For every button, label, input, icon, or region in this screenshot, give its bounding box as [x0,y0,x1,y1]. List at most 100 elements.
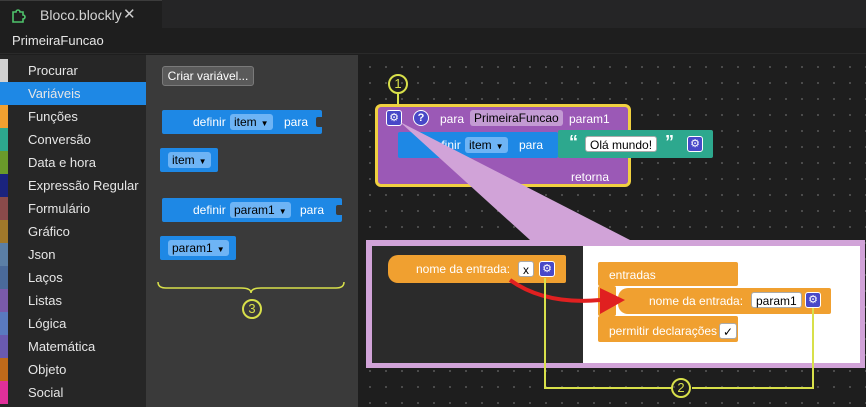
gear-icon[interactable]: ⚙ [386,110,402,126]
puzzle-icon [12,9,26,23]
variables-flyout: Criar variável... definir item▼ para ite… [146,55,358,407]
category-label: Matemática [28,339,96,354]
category-swatch [0,151,8,174]
category-swatch [0,59,8,82]
category-label: Laços [28,270,63,285]
variable-dropdown-item[interactable]: item▼ [465,137,508,153]
toolbox: Procurar Variáveis Funções Conversão Dat… [0,55,146,407]
variable-name: param1 [234,203,275,217]
to-label: para [300,203,325,217]
marker-1-line [397,94,399,110]
return-label: retorna [571,170,610,184]
set-label: definir [193,203,226,217]
to-label: para [440,112,465,126]
category-label: Procurar [28,63,78,78]
category-label: Funções [28,109,78,124]
chevron-down-icon: ▼ [198,157,207,166]
category-label: Data e hora [28,155,96,170]
inputs-container-block[interactable] [598,262,738,286]
variable-dropdown-item[interactable]: item▼ [168,152,211,168]
chevron-down-icon: ▼ [495,142,504,151]
category-label: Expressão Regular [28,178,139,193]
gear-icon[interactable]: ⚙ [805,292,821,308]
input-name-field[interactable]: x [518,261,534,277]
allow-statements-label: permitir declarações [609,324,718,338]
category-swatch [0,289,8,312]
function-name-field[interactable]: PrimeiraFuncao [470,110,563,126]
category-label: Social [28,385,64,400]
category-matematica[interactable]: Matemática [0,335,146,358]
marker-1: 1 [388,74,408,94]
category-label: Listas [28,293,62,308]
bracket-annotation [157,281,345,294]
category-label: Formulário [28,201,91,216]
tab-title: Bloco.blockly [40,7,122,23]
category-grafico[interactable]: Gráfico [0,220,146,243]
variable-name: item [172,153,195,167]
allow-statements-checkbox[interactable]: ✓ [719,323,738,339]
category-swatch [0,358,8,381]
inputs-label: entradas [609,268,656,282]
category-listas[interactable]: Listas [0,289,146,312]
category-swatch [0,105,8,128]
category-data-hora[interactable]: Data e hora [0,151,146,174]
category-expressao-regular[interactable]: Expressão Regular [0,174,146,197]
variable-name: item [469,138,492,152]
category-swatch [0,312,8,335]
marker-2-line-bottom-left [544,387,672,389]
close-quote-icon: ” [665,132,674,152]
variable-name: param1 [172,241,213,255]
category-funcoes[interactable]: Funções [0,105,146,128]
drag-arrow [508,278,625,314]
get-param1-block[interactable]: param1▼ [160,236,236,260]
category-label: Variáveis [28,86,81,101]
text-value-field[interactable]: Olá mundo! [585,136,658,152]
close-icon[interactable]: ✕ [123,6,136,23]
set-param1-block[interactable]: definir param1▼ para [162,198,342,222]
function-name: PrimeiraFuncao [12,33,104,48]
input-notch [316,117,324,127]
gear-icon[interactable]: ⚙ [687,136,703,152]
category-swatch [0,266,8,289]
category-social[interactable]: Social [0,381,146,404]
input-name-field[interactable]: param1 [751,292,802,308]
category-swatch [0,335,8,358]
function-title-bar: PrimeiraFuncao [0,28,866,54]
category-json[interactable]: Json [0,243,146,266]
category-label: Objeto [28,362,67,377]
allow-statements-row [598,316,738,342]
category-formulario[interactable]: Formulário [0,197,146,220]
marker-2: 2 [671,378,691,398]
gear-icon[interactable]: ⚙ [539,261,555,277]
variable-name: item [234,115,257,129]
category-label: Lógica [28,316,67,331]
category-label: Json [28,247,56,262]
category-label: Gráfico [28,224,70,239]
to-label: para [519,138,544,152]
open-quote-icon: “ [569,132,578,152]
set-item-block[interactable]: definir item▼ para [162,110,322,134]
variable-dropdown-param1[interactable]: param1▼ [230,202,291,218]
category-objeto[interactable]: Objeto [0,358,146,381]
to-label: para [284,115,309,129]
input-arg-block[interactable] [388,255,566,283]
category-swatch [0,381,8,404]
get-item-block[interactable]: item▼ [160,148,218,172]
category-procurar[interactable]: Procurar [0,59,146,82]
variable-dropdown-item[interactable]: item▼ [230,114,273,130]
category-swatch [0,243,8,266]
chevron-down-icon: ▼ [278,207,287,216]
category-swatch [0,128,8,151]
variable-dropdown-param1[interactable]: param1▼ [168,240,229,256]
category-lacos[interactable]: Laços [0,266,146,289]
category-logica[interactable]: Lógica [0,312,146,335]
input-name-label: nome da entrada: [649,294,744,308]
category-label: Conversão [28,132,91,147]
tab-bloco[interactable]: Bloco.blockly ✕ [0,0,162,28]
category-swatch [0,82,8,105]
create-variable-button[interactable]: Criar variável... [162,66,254,86]
marker-2-line-bottom-right [692,387,814,389]
category-conversao[interactable]: Conversão [0,128,146,151]
category-variaveis[interactable]: Variáveis [0,82,146,105]
help-icon[interactable]: ? [413,110,429,126]
